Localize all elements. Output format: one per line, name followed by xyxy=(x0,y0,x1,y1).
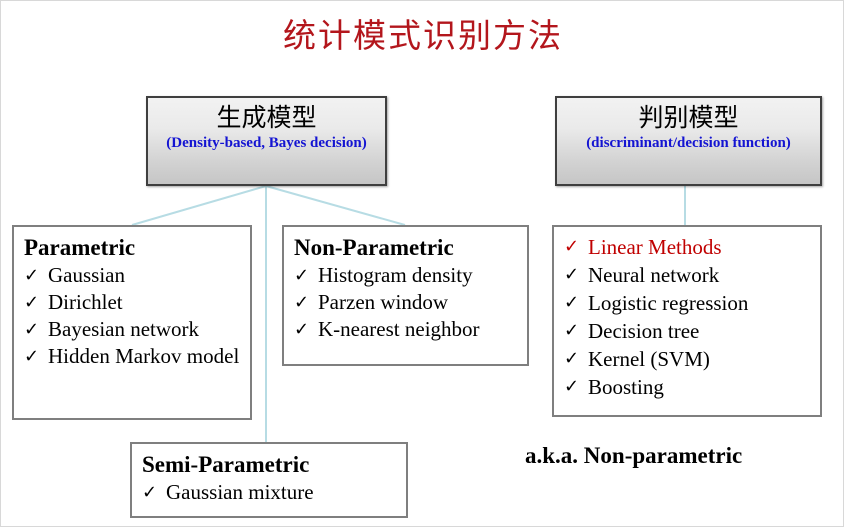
check-icon: ✓ xyxy=(24,346,40,367)
list-item: ✓ Boosting xyxy=(564,373,812,401)
list-item: ✓ Histogram density xyxy=(294,262,519,289)
list-item: ✓ Hidden Markov model xyxy=(24,343,242,370)
check-icon: ✓ xyxy=(142,482,158,503)
generative-model-en-subtitle: (Density-based, Bayes decision) xyxy=(166,135,367,151)
check-icon: ✓ xyxy=(564,348,580,369)
list-item: ✓ Logistic regression xyxy=(564,289,812,317)
check-icon: ✓ xyxy=(564,376,580,397)
aka-note: a.k.a. Non-parametric xyxy=(525,443,743,468)
check-icon: ✓ xyxy=(564,264,580,285)
check-icon: ✓ xyxy=(564,292,580,313)
list-item-label: Gaussian mixture xyxy=(166,480,314,504)
list-item-label: K-nearest neighbor xyxy=(318,317,480,341)
parametric-list: ✓ Gaussian ✓ Dirichlet ✓ Bayesian network ✓ Hid… xyxy=(24,262,242,370)
check-icon: ✓ xyxy=(294,265,310,286)
list-item-label: Linear Methods xyxy=(588,235,722,259)
list-item: ✓ Linear Methods xyxy=(564,233,812,261)
list-item-label: Hidden Markov model xyxy=(48,344,240,368)
list-item-label: Parzen window xyxy=(318,290,449,314)
check-icon: ✓ xyxy=(24,292,40,313)
check-icon: ✓ xyxy=(294,319,310,340)
list-item-label: Histogram density xyxy=(318,263,473,287)
list-item: ✓ Decision tree xyxy=(564,317,812,345)
list-item: ✓ Neural network xyxy=(564,261,812,289)
generative-model-box[interactable]: 生成模型 (Density-based, Bayes decision) xyxy=(146,96,387,186)
nonparametric-heading: Non-Parametric xyxy=(294,235,454,260)
discriminative-methods-box[interactable]: ✓ Linear Methods ✓ Neural network ✓ Logistic … xyxy=(552,225,822,417)
nonparametric-box[interactable]: Non-Parametric ✓ Histogram density ✓ Parzen… xyxy=(282,225,529,366)
generative-model-cn-title: 生成模型 xyxy=(216,103,317,132)
list-item-label: Neural network xyxy=(588,263,720,287)
list-item: ✓ K-nearest neighbor xyxy=(294,316,519,343)
list-item: ✓ Dirichlet xyxy=(24,289,242,316)
list-item: ✓ Gaussian xyxy=(24,262,242,289)
parametric-box[interactable]: Parametric ✓ Gaussian ✓ Dirichlet ✓ Bayesian … xyxy=(12,225,252,420)
parametric-heading: Parametric xyxy=(24,235,136,260)
discriminative-model-en-subtitle: (discriminant/decision function) xyxy=(586,135,791,151)
list-item-label: Bayesian network xyxy=(48,317,200,341)
check-icon: ✓ xyxy=(564,236,580,257)
check-icon: ✓ xyxy=(24,319,40,340)
discriminative-model-box[interactable]: 判别模型 (discriminant/decision function) xyxy=(555,96,822,186)
check-icon: ✓ xyxy=(564,320,580,341)
list-item: ✓ Parzen window xyxy=(294,289,519,316)
semiparametric-heading: Semi-Parametric xyxy=(142,452,310,477)
check-icon: ✓ xyxy=(294,292,310,313)
list-item: ✓ Bayesian network xyxy=(24,316,242,343)
page-title: 统计模式识别方法 xyxy=(283,16,563,55)
semiparametric-box[interactable]: Semi-Parametric ✓ Gaussian mixture xyxy=(130,442,408,518)
list-item-label: Logistic regression xyxy=(588,291,749,315)
list-item: ✓ Gaussian mixture xyxy=(142,479,398,506)
check-icon: ✓ xyxy=(24,265,40,286)
discriminative-model-cn-title: 判别模型 xyxy=(638,103,739,132)
nonparametric-list: ✓ Histogram density ✓ Parzen window ✓ K-neare… xyxy=(294,262,519,343)
list-item: ✓ Kernel (SVM) xyxy=(564,345,812,373)
list-item-label: Kernel (SVM) xyxy=(588,347,710,371)
list-item-label: Boosting xyxy=(588,375,664,399)
list-item-label: Decision tree xyxy=(588,319,700,343)
list-item-label: Gaussian xyxy=(48,263,125,287)
list-item-label: Dirichlet xyxy=(48,290,123,314)
semiparametric-list: ✓ Gaussian mixture xyxy=(142,479,398,506)
discriminative-methods-list: ✓ Linear Methods ✓ Neural network ✓ Logistic … xyxy=(564,233,812,401)
